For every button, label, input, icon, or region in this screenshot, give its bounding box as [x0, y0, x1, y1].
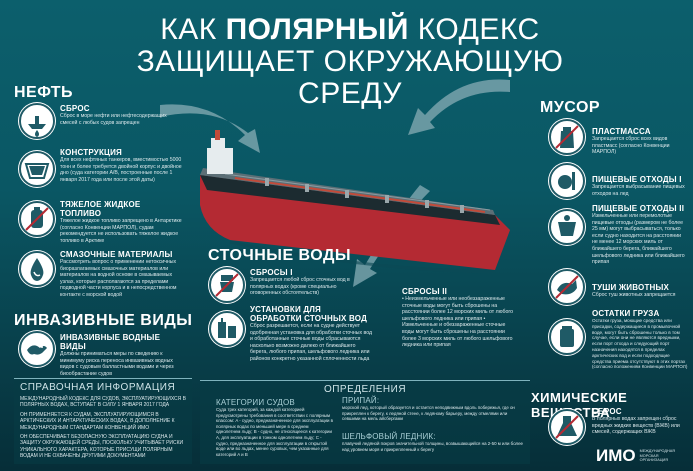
oil-discharge-icon [18, 102, 56, 140]
definitions-panel: ОПРЕДЕЛЕНИЯ [200, 380, 530, 464]
sewage-item-text: • Неизмельченные или необеззараженные ст… [402, 296, 514, 349]
reference-line: МЕЖДУНАРОДНЫЙ КОДЕКС ДЛЯ СУДОВ, ЭКСПЛУАТ… [20, 396, 186, 409]
invasive-heading: ИНВАЗИВНЫЕ ВИДЫ [14, 312, 193, 329]
curved-arrow-icon [408, 79, 510, 135]
garbage-item-text: Запрещается выбрасывание пищевых отходов… [592, 184, 685, 197]
definition-text: Суда трех категорий, за каждой категорие… [216, 407, 333, 457]
plastic-icon [548, 118, 586, 156]
title-bold: ПОЛЯРНЫЙ [225, 13, 409, 46]
oil-item-title: СБРОС [60, 104, 90, 113]
invasive-species-icon [18, 330, 56, 368]
garbage-item-title: ОСТАТКИ ГРУЗА [592, 309, 660, 318]
imo-logo-text: ИМО [596, 446, 636, 465]
cargo-residue-icon [548, 318, 586, 356]
food-waste-icon [548, 162, 586, 200]
imo-logo-subtitle: МЕЖДУНАРОДНАЯ МОРСКАЯ ОРГАНИЗАЦИЯ [639, 449, 676, 463]
oil-item-title: ТЯЖЕЛОЕ ЖИДКОЕ ТОПЛИВО [60, 200, 141, 218]
definition-title: ШЕЛЬФОВЫЙ ЛЕДНИК: [342, 432, 436, 441]
garbage-heading: МУСОР [540, 99, 601, 116]
garbage-item-text: Сброс туш животных запрещается [592, 292, 676, 298]
definition-text: морской лед, который образуется и остает… [342, 405, 515, 422]
curved-arrow-icon [160, 104, 260, 153]
oil-item-title: СМАЗОЧНЫЕ МАТЕРИАЛЫ [60, 250, 173, 259]
definition-title: КАТЕГОРИИ СУДОВ [216, 398, 295, 407]
animal-carcass-icon [548, 268, 586, 306]
oil-item-title: КОНСТРУКЦИЯ [60, 148, 122, 157]
sewage-item-text: Запрещается любой сброс сточных вод в по… [250, 277, 350, 297]
sewage-item-title: СБРОСЫ II [402, 287, 448, 296]
invasive-item-title: ИНВАЗИВНЫЕ ВОДНЫЕ ВИДЫ [60, 333, 161, 351]
definition-text: плавучий ледяной покров значительной тол… [342, 441, 523, 452]
sewage-item-text: Сброс разрешается, если на судне действу… [250, 323, 373, 362]
reference-line: ОН ОБЕСПЕЧИВАЕТ БЕЗОПАСНУЮ ЭКСПЛУАТАЦИЮ … [20, 434, 184, 460]
imo-logo: ИМО МЕЖДУНАРОДНАЯ МОРСКАЯ ОРГАНИЗАЦИЯ [596, 446, 690, 466]
garbage-item-title: ПЛАСТМАССА [592, 127, 651, 136]
garbage-item-title: ТУШИ ЖИВОТНЫХ [592, 283, 670, 292]
title-line2: ЗАЩИЩАЕТ ОКРУЖАЮЩУЮ СРЕДУ [136, 45, 564, 110]
definition-title: ПРИПАЙ: [342, 396, 380, 405]
sewage-item-title: УСТАНОВКИ ДЛЯ ОБРАБОТКИ СТОЧНЫХ ВОД [250, 305, 367, 323]
tanker-ship-image [200, 130, 510, 274]
invasive-item-text: Должны приниматься меры по сведению к ми… [60, 351, 174, 377]
garbage-item-title: ПИЩЕВЫЕ ОТХОДЫ I [592, 175, 682, 184]
oil-item-text: Сброс в море нефти или нефтесодержащих с… [60, 113, 167, 126]
sewage-discharge-icon [208, 266, 246, 304]
title-pre: КАК [160, 13, 217, 46]
garbage-item-text: Остатки груза, моющие средства или приса… [592, 318, 688, 370]
chemical-discharge-icon [548, 408, 586, 446]
oil-item-text: Тяжелое жидкое топливо запрещено в Антар… [60, 218, 182, 244]
title-post: КОДЕКС [417, 13, 540, 46]
heavy-fuel-icon [18, 200, 56, 238]
reference-panel: СПРАВОЧНАЯ ИНФОРМАЦИЯ МЕЖДУНАРОДНЫЙ КОДЕ… [14, 378, 192, 464]
oil-item-text: Рассмотреть вопрос о применении нетоксич… [60, 259, 177, 298]
page-title: КАК ПОЛЯРНЫЙ КОДЕКС ЗАЩИЩАЕТ ОКРУЖАЮЩУЮ … [90, 14, 610, 110]
garbage-item-title: ПИЩЕВЫЕ ОТХОДЫ II [592, 204, 685, 213]
sewage-item-title: СБРОСЫ I [250, 268, 293, 277]
sewage-heading: СТОЧНЫЕ ВОДЫ [208, 247, 352, 264]
definitions-heading: ОПРЕДЕЛЕНИЯ [323, 384, 407, 395]
chemical-item-title: СБРОС [592, 407, 622, 416]
oil-heading: НЕФТЬ [14, 84, 74, 101]
chemical-item-text: В полярных водах запрещен сброс вредных … [592, 416, 680, 436]
reference-heading: СПРАВОЧНАЯ ИНФОРМАЦИЯ [20, 382, 176, 393]
treatment-plant-icon [208, 310, 246, 348]
oil-item-text: Для всех нефтяных танкеров, вместимостью… [60, 157, 182, 183]
lubricant-icon [18, 250, 56, 288]
garbage-item-text: Запрещается сброс всех видов пластмасс (… [592, 136, 670, 156]
garbage-item-text: Измельченные или перемолотые пищевые отх… [592, 213, 685, 266]
reference-line: ОН ПРИМЕНЯЕТСЯ К СУДАМ, ЭКСПЛУАТИРУЮЩИМС… [20, 411, 175, 431]
food-waste-icon [548, 208, 586, 246]
double-hull-icon [18, 150, 56, 188]
